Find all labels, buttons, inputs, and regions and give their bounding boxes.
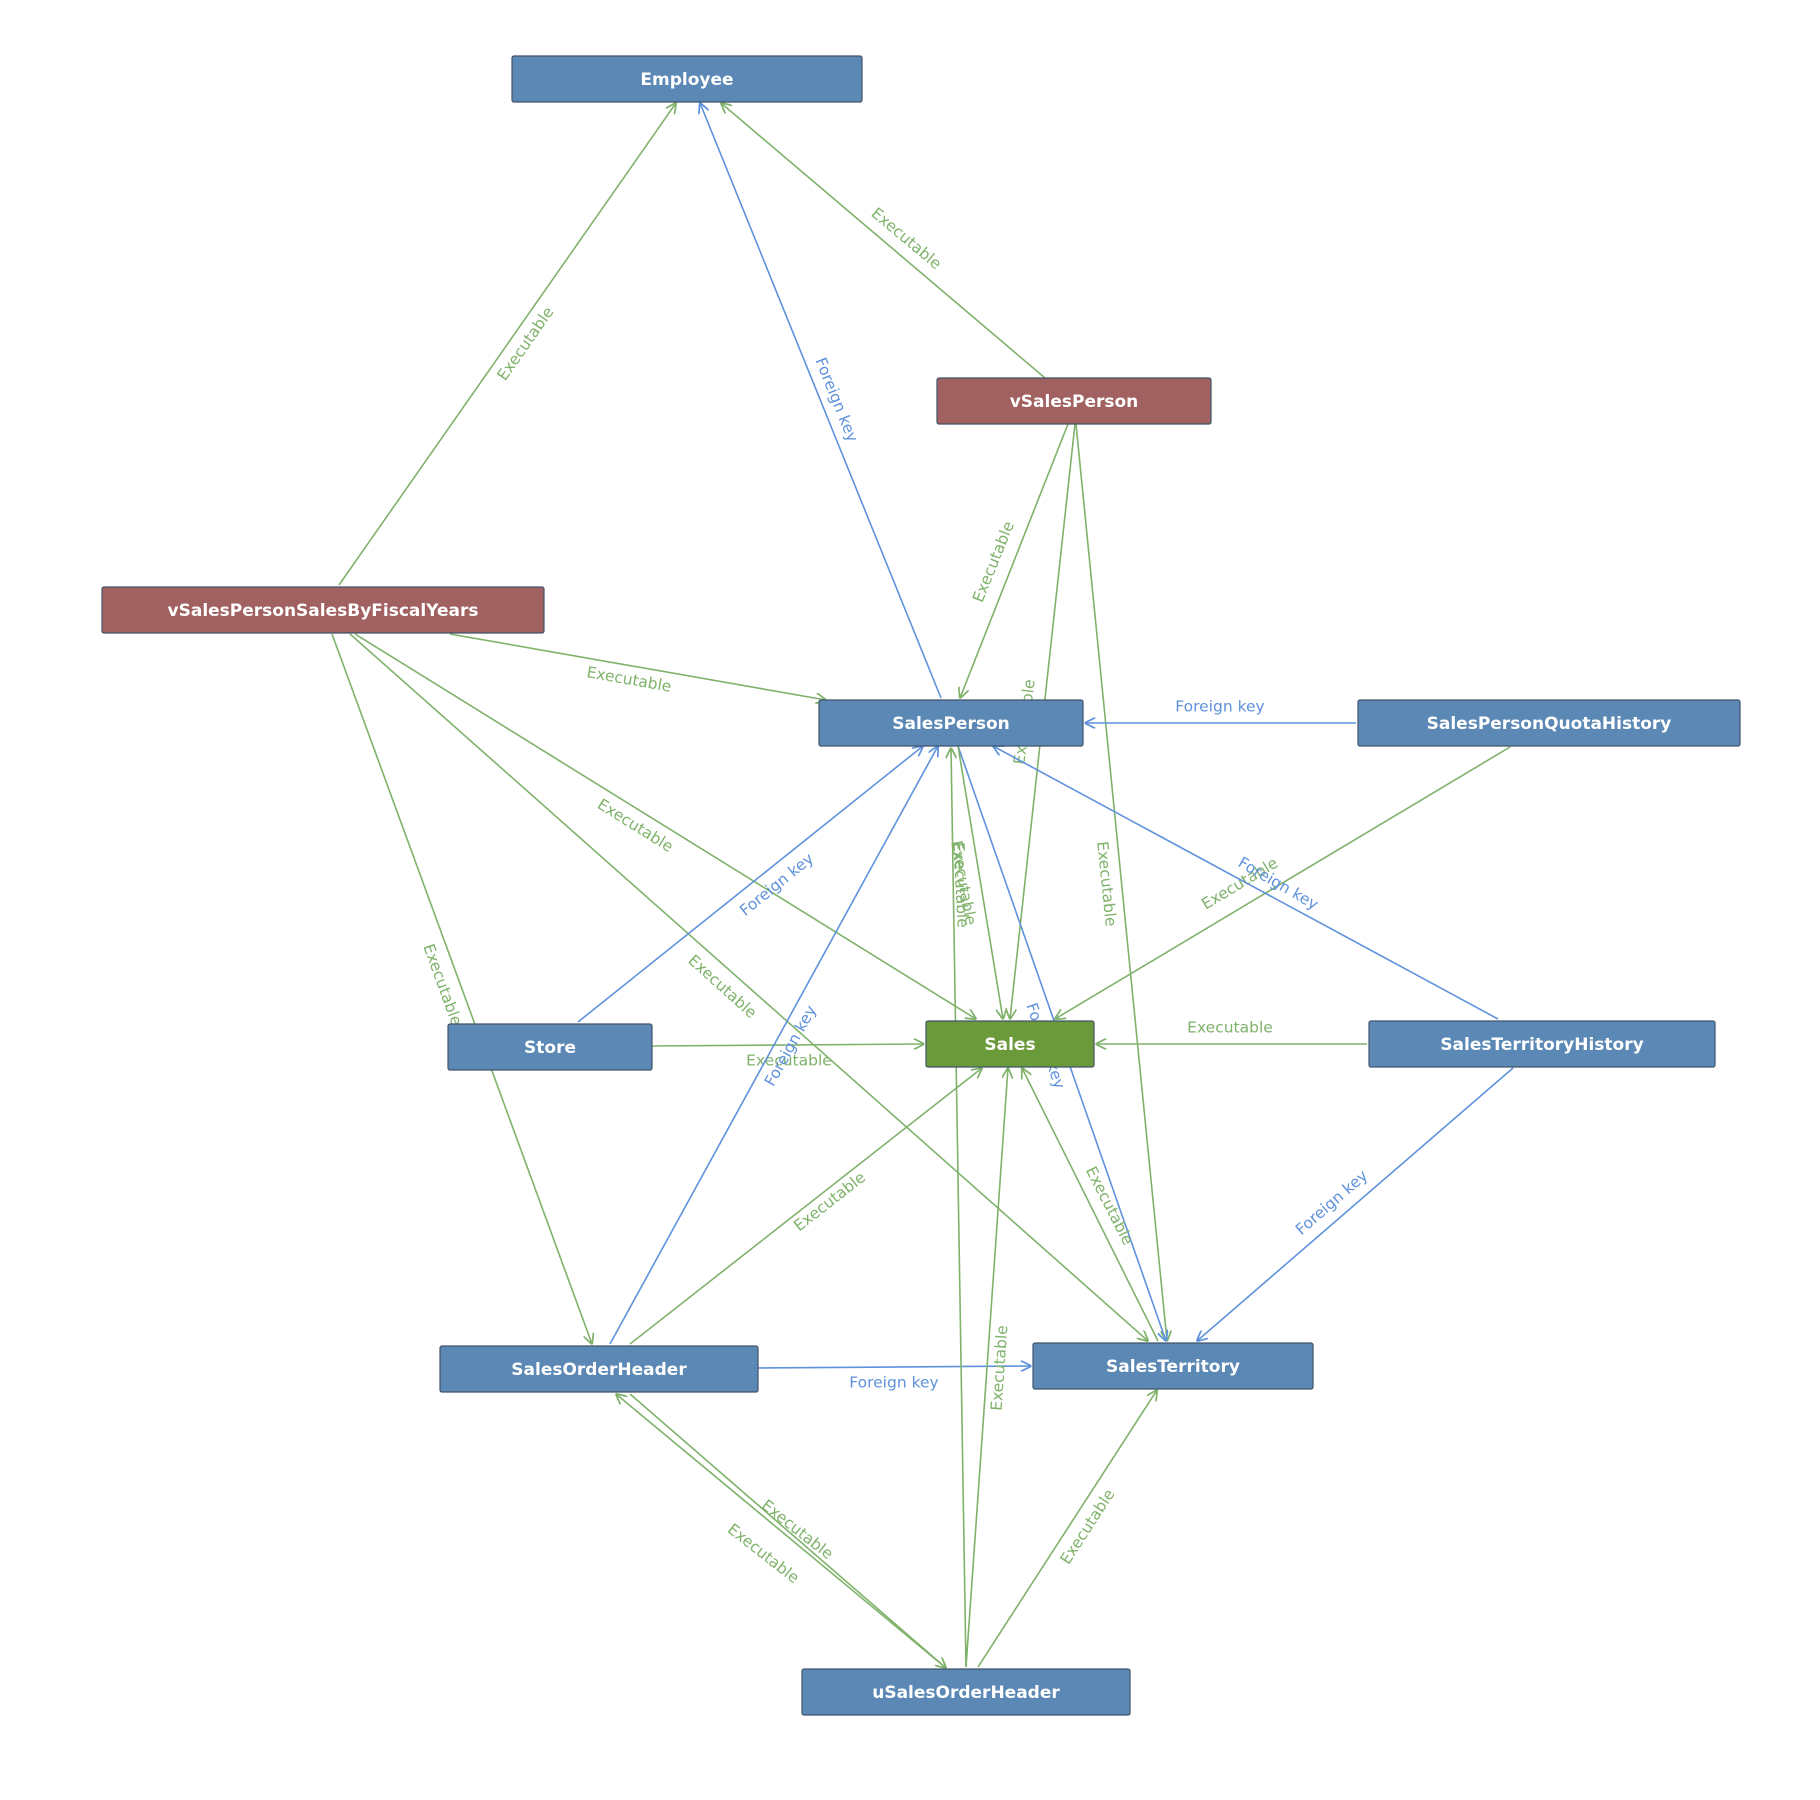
node-salesterritoryhistory[interactable]: SalesTerritoryHistory [1368,1020,1716,1068]
edge-label: Executable [494,303,558,383]
edge-line [960,423,1069,698]
edge-line [993,746,1499,1020]
node-salesterritory[interactable]: SalesTerritory [1032,1342,1314,1390]
edge-vsalesperson-to-employee: Executable [721,103,1046,379]
edge-line [700,103,942,699]
edge-line [977,1390,1157,1668]
node-box[interactable] [439,1345,759,1393]
edge-line [951,748,967,1668]
edge-line [721,103,1046,379]
node-sales[interactable]: Sales [925,1020,1095,1068]
edge-line [1075,423,1167,1341]
edge-label: Executable [419,942,465,1029]
edge-vsalespersonsalesbyfiscalyears-to-salesperson: Executable [449,633,826,700]
edge-label: Executable [969,519,1018,605]
node-box[interactable] [936,377,1212,425]
edge-label: Foreign key [849,1374,938,1392]
edge-line [331,633,592,1344]
edge-usalesorderheader-to-salesorderheader: Executable [616,1394,947,1669]
edge-label: Foreign key [811,355,861,445]
edge-salesterritory-to-sales: Executable [1022,1068,1159,1342]
node-box[interactable] [801,1668,1131,1716]
edge-store-to-salesperson: Foreign key [577,746,923,1023]
node-box[interactable] [511,55,863,103]
edge-line [1022,1068,1159,1342]
edge-line [965,1068,1008,1668]
edge-salesorderheader-to-salesterritory: Foreign key [757,1366,1031,1392]
edge-salesterritoryhistory-to-sales: Executable [1096,1019,1367,1045]
edge-salespersonquotahistory-to-salesperson: Foreign key [1085,698,1356,724]
edge-line [629,1393,946,1668]
edge-salesorderheader-to-sales: Executable [629,1068,982,1345]
node-store[interactable]: Store [447,1023,653,1071]
node-box[interactable] [1357,699,1741,747]
node-label: SalesTerritory [1106,1357,1240,1377]
edge-line [1197,1067,1514,1341]
node-label: Sales [984,1035,1035,1055]
node-label: SalesPersonQuotaHistory [1427,714,1672,734]
edge-label: Executable [988,1325,1012,1412]
node-box[interactable] [101,586,545,634]
edge-usalesorderheader-to-sales: Executable [965,1068,1012,1668]
edge-line [616,1394,947,1669]
node-vsalespersonsalesbyfiscalyears[interactable]: vSalesPersonSalesByFiscalYears [101,586,545,634]
node-salesperson[interactable]: SalesPerson [818,699,1084,747]
edge-line [629,1068,982,1345]
node-employee[interactable]: Employee [511,55,863,103]
edge-label: Foreign key [736,849,817,919]
edge-line [354,633,976,1019]
node-label: Employee [640,70,733,90]
node-label: SalesTerritoryHistory [1440,1035,1643,1055]
edge-line [1055,746,1511,1019]
node-label: vSalesPerson [1010,392,1139,412]
edge-salesterritoryhistory-to-salesterritory: Foreign key [1197,1067,1514,1341]
node-box[interactable] [925,1020,1095,1068]
edge-vsalespersonsalesbyfiscalyears-to-salesorderheader: Executable [331,633,592,1344]
node-label: vSalesPersonSalesByFiscalYears [168,601,479,621]
edge-line [609,746,938,1345]
edge-line [757,1366,1031,1368]
node-label: SalesOrderHeader [511,1360,687,1380]
node-box[interactable] [447,1023,653,1071]
edge-label: Executable [790,1168,869,1235]
edge-label: Executable [1093,840,1120,927]
edge-usalesorderheader-to-salesterritory: Executable [977,1390,1157,1668]
edge-salesperson-to-employee: Foreign key [700,103,942,699]
node-salespersonquotahistory[interactable]: SalesPersonQuotaHistory [1357,699,1741,747]
node-label: uSalesOrderHeader [872,1683,1060,1703]
edge-salesorderheader-to-usalesorderheader: Executable [629,1393,946,1668]
node-box[interactable] [1368,1020,1716,1068]
edge-label: Foreign key [1292,1166,1371,1238]
edge-label: Executable [1187,1019,1273,1037]
edge-line [957,745,1003,1019]
node-label: Store [524,1038,576,1058]
edge-label: Foreign key [1175,698,1264,716]
node-vsalesperson[interactable]: vSalesPerson [936,377,1212,425]
edge-line [449,633,826,700]
edge-vsalespersonsalesbyfiscalyears-to-employee: Executable [338,103,676,586]
edge-vsalesperson-to-salesperson: Executable [960,423,1069,698]
edge-label: Executable [868,204,945,273]
nodes-layer: Employee vSalesPerson vSalesPersonSalesByF… [101,55,1741,1716]
edge-salesterritoryhistory-to-salesperson: Foreign key [993,746,1499,1020]
edge-label: Executable [949,842,971,928]
node-box[interactable] [1032,1342,1314,1390]
edge-label: Executable [585,663,672,696]
edge-line [349,633,1148,1341]
edge-line [577,746,923,1023]
edge-line [338,103,676,586]
node-label: SalesPerson [892,714,1009,734]
edge-usalesorderheader-to-salesperson: Executable [949,748,972,1668]
node-salesorderheader[interactable]: SalesOrderHeader [439,1345,759,1393]
node-usalesorderheader[interactable]: uSalesOrderHeader [801,1668,1131,1716]
node-box[interactable] [818,699,1084,747]
edge-line [651,1044,924,1046]
